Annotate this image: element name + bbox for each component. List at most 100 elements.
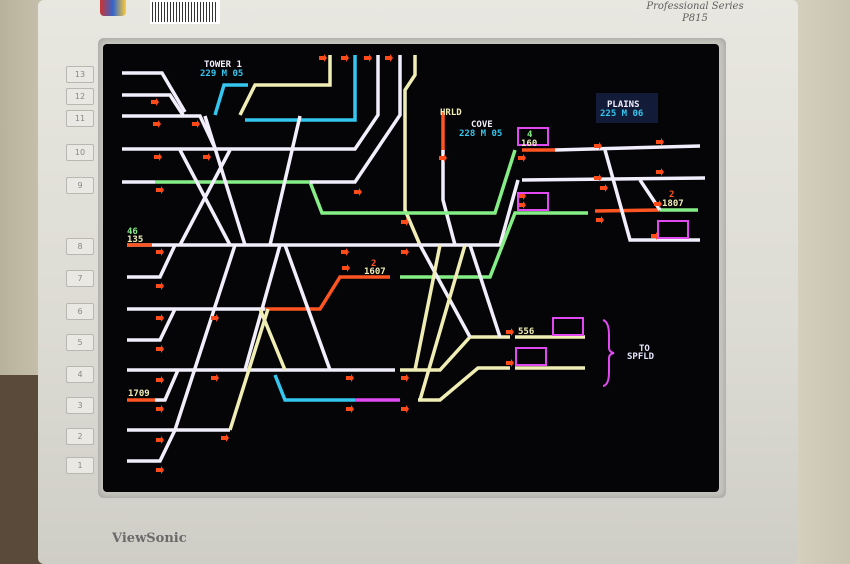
train-tag-number[interactable]: 135 <box>127 235 143 245</box>
track-segment[interactable] <box>213 83 248 116</box>
track-segment[interactable] <box>413 244 442 371</box>
plains-glare <box>596 93 658 123</box>
train-tag-number[interactable]: 1607 <box>364 267 386 277</box>
track-segment[interactable] <box>122 55 380 151</box>
track-segment[interactable] <box>127 308 177 342</box>
signal-icon[interactable] <box>342 264 350 272</box>
signal-icon[interactable] <box>385 54 393 62</box>
track-segment[interactable] <box>245 55 357 122</box>
train-tag-number[interactable]: 556 <box>518 327 534 337</box>
track-segment[interactable] <box>310 55 402 184</box>
signal-icon[interactable] <box>156 282 164 290</box>
signal-icon[interactable] <box>596 216 604 224</box>
track-segment[interactable] <box>127 179 520 247</box>
track-segment[interactable] <box>122 114 217 149</box>
train-block-box[interactable] <box>657 220 689 239</box>
model-series: Professional Series <box>646 1 744 12</box>
signal-icon[interactable] <box>354 188 362 196</box>
track-segment[interactable] <box>155 369 180 402</box>
signal-icon[interactable] <box>364 54 372 62</box>
track-segment[interactable] <box>173 244 237 431</box>
signal-icon[interactable] <box>401 248 409 256</box>
track-segment[interactable] <box>265 275 390 311</box>
track-segment[interactable] <box>594 208 661 213</box>
track-segment[interactable] <box>203 115 247 246</box>
track-segment[interactable] <box>258 308 287 371</box>
signal-icon[interactable] <box>221 434 229 442</box>
track-segment[interactable] <box>418 366 510 402</box>
track-segment[interactable] <box>441 150 457 246</box>
signal-icon[interactable] <box>506 328 514 336</box>
track-segment[interactable] <box>468 244 502 338</box>
train-tag-number[interactable]: 1709 <box>128 389 150 399</box>
track-segment[interactable] <box>400 335 510 372</box>
track-segment[interactable] <box>418 244 472 338</box>
track-segment[interactable] <box>127 244 177 279</box>
signal-icon[interactable] <box>156 248 164 256</box>
signal-icon[interactable] <box>154 153 162 161</box>
signal-icon[interactable] <box>156 186 164 194</box>
signal-icon[interactable] <box>341 248 349 256</box>
signal-icon[interactable] <box>156 405 164 413</box>
track-segment[interactable] <box>122 93 185 116</box>
row-tab-10: 10 <box>66 144 94 161</box>
track-segment[interactable] <box>418 244 467 401</box>
signal-icon[interactable] <box>401 374 409 382</box>
train-block-box[interactable] <box>517 127 549 146</box>
row-tab-7: 7 <box>66 270 94 287</box>
track-segment[interactable] <box>603 149 700 242</box>
signal-icon[interactable] <box>151 98 159 106</box>
signal-icon[interactable] <box>203 153 211 161</box>
track-segment[interactable] <box>554 144 701 152</box>
train-tag-number[interactable]: 160 <box>521 139 537 149</box>
train-block-box[interactable] <box>552 317 584 336</box>
train-block-box[interactable] <box>515 347 547 366</box>
signal-icon[interactable] <box>600 184 608 192</box>
signal-icon[interactable] <box>341 54 349 62</box>
signal-icon[interactable] <box>654 200 662 208</box>
track-segment[interactable] <box>400 149 517 215</box>
signal-icon[interactable] <box>211 314 219 322</box>
track-segment[interactable] <box>283 244 332 371</box>
train-tag-number[interactable]: 1807 <box>662 199 684 209</box>
track-segment[interactable] <box>400 211 588 279</box>
signal-icon[interactable] <box>518 154 526 162</box>
signal-icon[interactable] <box>656 168 664 176</box>
signal-icon[interactable] <box>594 174 602 182</box>
track-diagram-screen: TOWER 1 229 M 05 COVE 228 M 05 PLAINS 22… <box>103 44 719 492</box>
row-tab-2: 2 <box>66 428 94 445</box>
row-tab-12: 12 <box>66 88 94 105</box>
signal-icon[interactable] <box>156 345 164 353</box>
signal-icon[interactable] <box>156 314 164 322</box>
signal-icon[interactable] <box>439 154 447 162</box>
track-segment[interactable] <box>268 115 302 246</box>
train-block-box[interactable] <box>517 192 549 211</box>
track-segment[interactable] <box>127 429 177 463</box>
signal-icon[interactable] <box>156 376 164 384</box>
row-tab-6: 6 <box>66 303 94 320</box>
signal-icon[interactable] <box>156 466 164 474</box>
track-segment[interactable] <box>238 55 332 116</box>
signal-icon[interactable] <box>192 120 200 128</box>
track-segment[interactable] <box>155 180 400 215</box>
signal-icon[interactable] <box>594 142 602 150</box>
signal-icon[interactable] <box>211 374 219 382</box>
row-tab-3: 3 <box>66 397 94 414</box>
signal-icon[interactable] <box>156 436 164 444</box>
signal-icon[interactable] <box>346 374 354 382</box>
signal-icon[interactable] <box>401 218 409 226</box>
track-segment[interactable] <box>243 244 282 371</box>
signal-icon[interactable] <box>518 201 526 209</box>
model-number: P815 <box>682 13 708 24</box>
track-segment[interactable] <box>273 374 355 402</box>
signal-icon[interactable] <box>656 138 664 146</box>
hrld-label: HRLD <box>440 108 462 118</box>
signal-icon[interactable] <box>319 54 327 62</box>
signal-icon[interactable] <box>401 405 409 413</box>
signal-icon[interactable] <box>506 359 514 367</box>
signal-icon[interactable] <box>346 405 354 413</box>
signal-icon[interactable] <box>153 120 161 128</box>
track-segment[interactable] <box>228 308 270 431</box>
track-segment[interactable] <box>122 71 187 113</box>
track-segment[interactable] <box>403 55 422 246</box>
